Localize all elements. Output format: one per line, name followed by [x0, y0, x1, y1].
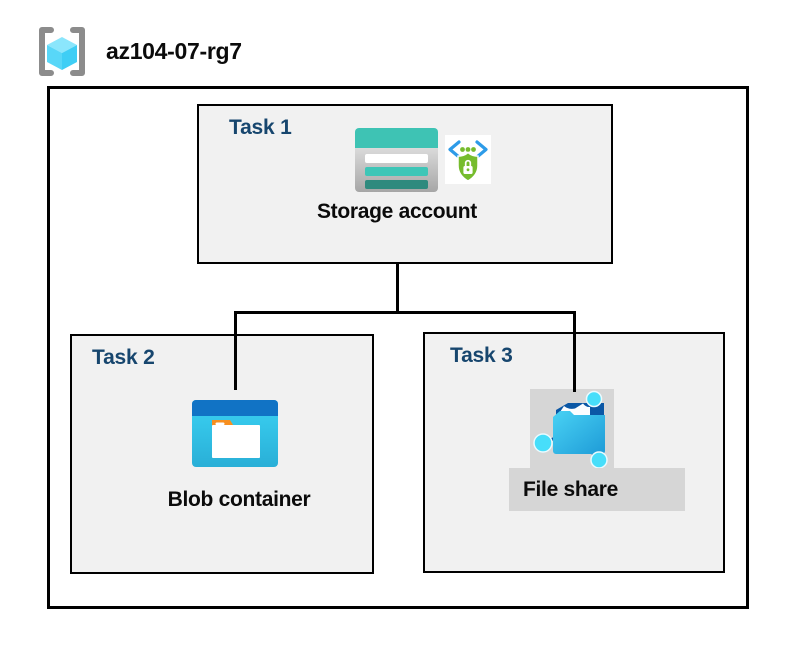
task2-item-label: Blob container [167, 488, 311, 511]
file-share-icon [533, 390, 608, 469]
task3-item-label: File share [509, 468, 685, 511]
task3-label: Task 3 [450, 344, 513, 367]
task2-label: Task 2 [92, 346, 155, 369]
task1-item-label: Storage account [316, 200, 478, 223]
connector-storage-trunk [396, 264, 399, 313]
blob-container-icon [192, 400, 278, 467]
resource-group-icon [39, 27, 85, 76]
connector-to-file-share [573, 311, 576, 392]
secure-access-icon [445, 135, 491, 184]
connector-branch-horizontal [234, 311, 576, 314]
fileshare-icon-highlight [530, 389, 614, 469]
task1-box: Task 1 Storage [197, 104, 613, 264]
task2-box: Task 2 Blob container [70, 334, 374, 574]
connector-to-blob-container [234, 311, 237, 390]
resource-group-name: az104-07-rg7 [106, 38, 242, 64]
task1-label: Task 1 [229, 116, 292, 139]
storage-account-icon [355, 128, 438, 192]
